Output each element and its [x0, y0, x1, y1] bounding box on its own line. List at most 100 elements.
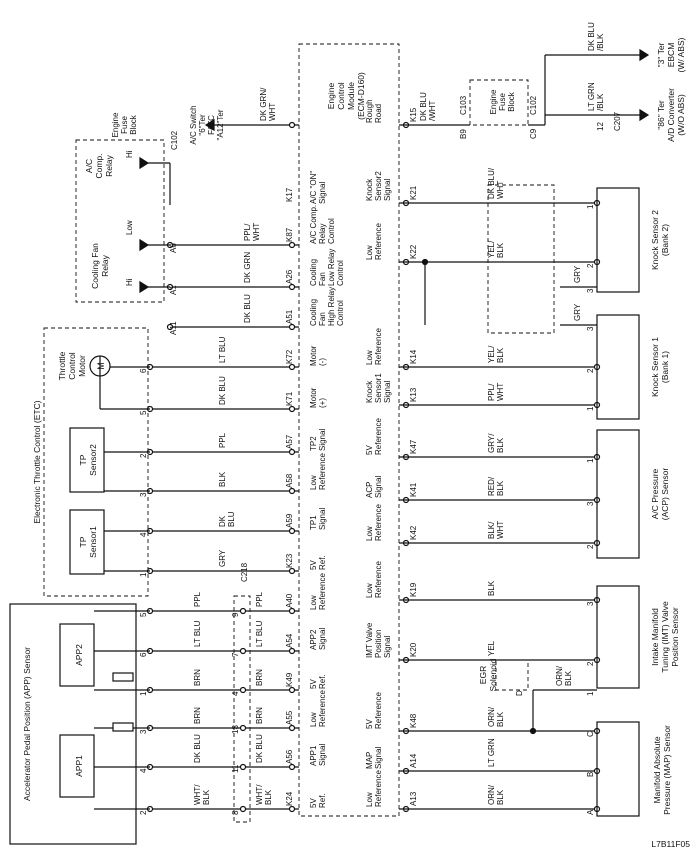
connector-pin — [288, 405, 296, 413]
pin-label-K19-line: Reference — [374, 561, 383, 598]
pin-label-A59-line: TP1 — [309, 515, 318, 530]
app1-label-line: APP1 — [74, 755, 84, 777]
relay-hi-label: Hi — [125, 278, 134, 286]
pin-label-K41-line: ACP — [365, 482, 374, 498]
pin-label-A57-line: Signal — [318, 429, 327, 451]
ac-switch-label-line: "6"Ter — [198, 114, 207, 136]
ecm-pin-K72-line: K72 — [285, 349, 294, 364]
pin-label-K23: 5VRef. — [309, 555, 327, 570]
app-pin-1: 4 — [139, 768, 148, 773]
imt-low-pin: 1 — [586, 691, 595, 696]
pin-label-A13-line: Reference — [374, 770, 383, 807]
ecm-pin-A13-line: A13 — [409, 791, 418, 806]
etc-pin-11-line: 6 — [139, 368, 148, 373]
wire-color-ad-line: LT GRN — [587, 82, 596, 111]
sensor-pin-4-line: 3 — [586, 601, 595, 606]
relay-pin-14-line: A6 — [169, 243, 178, 253]
ecm-title-line: Module — [346, 82, 356, 110]
ac-switch-arrow — [204, 118, 215, 132]
c218-pin-2-line: 13 — [231, 725, 240, 734]
ecm-pin-K41: K41 — [409, 482, 418, 497]
app-pin-0: 2 — [139, 810, 148, 815]
sensor-pin-0-line: A — [586, 809, 595, 815]
pin-label-K42-line: Low — [365, 526, 374, 541]
ecm-pin-K24-line: K24 — [285, 791, 294, 806]
ecm-pin-A51-line: A51 — [285, 309, 294, 324]
wire-color2-app-0-line: WHT/ — [255, 784, 264, 805]
fan-relay-label: Cooling FanRelay — [90, 243, 110, 289]
pin-label-K20-line: IMT Valve — [365, 622, 374, 658]
pin-label-K41: ACPSignal — [365, 476, 383, 498]
ecm-pin-K71-line: K71 — [285, 391, 294, 406]
ad-conv-label-line: A/D Converter — [666, 88, 676, 142]
pin-label-K17-line: Signal — [318, 182, 327, 204]
ebcm-label: "3" TerEBCM(W/ ABS) — [656, 37, 686, 72]
wire-color-bottom-0-line: BLK — [496, 789, 505, 805]
etc-pin-9: 2 — [139, 453, 148, 458]
ks2-label-line: Knock Sensor 2 — [650, 210, 660, 270]
ecm-pin-A57: A57 — [285, 434, 294, 449]
map-sensor-label-line: Pressure (MAP) Sensor — [662, 725, 672, 815]
tcm-label-line: Motor — [77, 355, 87, 377]
pin-label-K14: LowReference — [365, 328, 383, 365]
shield-box — [487, 184, 555, 334]
wire-color-bottom-3: YEL — [487, 640, 496, 656]
c103-pin: B9 — [459, 129, 468, 139]
wire-color2-app-2: BRN — [255, 707, 264, 724]
acp-sensor-label-line: A/C Pressure — [650, 468, 660, 519]
pin-label-A56: APP1Signal — [309, 744, 327, 766]
pin-label-K49: 5VRef. — [309, 674, 327, 689]
ecm-pin-K48-line: K48 — [409, 713, 418, 728]
ac-switch-label-line: A/C Switch — [189, 105, 198, 144]
pin-label-K48-line: Reference — [374, 692, 383, 729]
imt-sensor-label-line: Tuning (IMT) Valve — [660, 601, 670, 673]
ad-conv-label-line: "86" Ter — [656, 100, 666, 130]
pin-label-A59-line: Signal — [318, 508, 327, 530]
pin-label-A51-line: Cooling — [309, 299, 318, 326]
sensor-pin-7: 1 — [586, 458, 595, 463]
relay-pin-12: A11 — [169, 321, 178, 335]
ecm-pin-K13: K13 — [409, 387, 418, 402]
pin-label-K23-line: 5V — [309, 560, 318, 570]
ks2-label: Knock Sensor 2(Bank 2) — [650, 210, 670, 270]
wire-color-app-1-line: DK BLU — [193, 734, 202, 763]
connector-pin — [239, 686, 247, 694]
etc-pin-10: 5 — [139, 410, 148, 415]
sensor-pin-4: 3 — [586, 601, 595, 606]
wire-color-ebcm-line: DK BLU — [587, 22, 596, 51]
c102-right-label-line: C102 — [529, 95, 538, 115]
connector-pin — [288, 448, 296, 456]
pin-label-K24-line: 5V — [309, 798, 318, 808]
connector-pin — [288, 283, 296, 291]
ecm-title-line: Engine — [326, 82, 336, 109]
etc-pin-8-line: 3 — [139, 492, 148, 497]
app1-element — [59, 734, 95, 798]
pin-label-A51-line: Control — [336, 300, 345, 326]
app-pin-5: 5 — [139, 612, 148, 617]
wire-color-relay-14-line: WHT — [252, 223, 261, 241]
imt-sensor-box — [596, 585, 640, 689]
wire-color-app-2-line: BRN — [193, 707, 202, 724]
connector-pin — [239, 763, 247, 771]
ecm-pin-K49-line: K49 — [285, 672, 294, 687]
ks2-box — [596, 187, 640, 293]
wire-color-bottom-7: GRY/BLK — [487, 433, 505, 453]
wire-color-etc-10: DK BLU — [218, 376, 227, 405]
pin-label-K72-line: Motor — [309, 345, 318, 366]
ecm-pin-K20: K20 — [409, 642, 418, 657]
wire-color-ad-line: /BLK — [596, 93, 605, 111]
wire-color-rough-line: DK BLU — [419, 92, 428, 121]
wire-color-relay-13: DK GRN — [243, 252, 252, 283]
c218-pin-4-line: 7 — [231, 652, 240, 657]
pin-label-K48-line: 5V — [365, 719, 374, 729]
wire-color-bottom-4: BLK — [487, 580, 496, 596]
relay-low-label-line: Low — [125, 220, 134, 235]
pin-label-A59: TP1Signal — [309, 508, 327, 530]
ecm-pin-K21: K21 — [409, 185, 418, 200]
app2-label: APP2 — [74, 644, 84, 666]
connector-pin — [288, 607, 296, 615]
pin-label-K23-line: Ref. — [318, 555, 327, 570]
egr-label-line: Solenoid — [488, 658, 498, 691]
c218-box — [233, 595, 251, 823]
wire-color-app-0-line: BLK — [202, 789, 211, 805]
